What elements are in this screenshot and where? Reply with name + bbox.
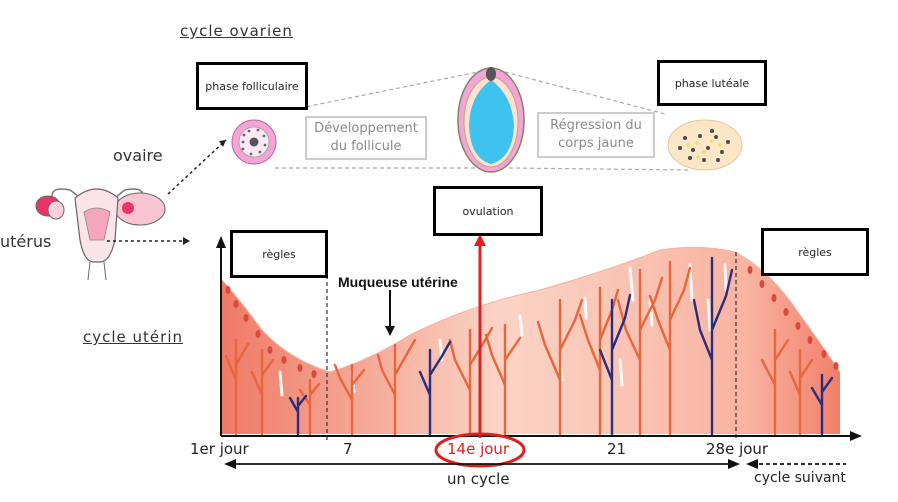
arteries-orange <box>224 260 814 436</box>
tick-day-28: 28e jour <box>706 440 769 458</box>
follicular-phase-box: phase folliculaire <box>196 62 308 110</box>
tick-day-21: 21 <box>607 440 627 458</box>
corpus-luteum-regression-box: Régression du corps jaune <box>537 112 655 158</box>
uterus-anatomy <box>35 188 166 281</box>
menstrual-drops <box>225 266 839 378</box>
follicle-development-box: Développement du follicule <box>305 116 427 160</box>
day14-highlight <box>434 432 526 468</box>
tick-day-1: 1er jour <box>190 440 249 458</box>
uterine-cycle-title: cycle utérin <box>83 328 183 346</box>
corpus-luteum-illustration <box>667 119 743 171</box>
uterus-label: utérus <box>0 232 52 251</box>
mature-follicle-illustration <box>457 67 525 173</box>
mucosa-label: Muqueuse utérine <box>338 274 458 290</box>
tick-day-7: 7 <box>343 440 353 458</box>
one-cycle-label: un cycle <box>447 470 510 488</box>
tick-day-14: 14e jour <box>447 440 510 458</box>
next-cycle-label: cycle suivant <box>754 470 846 486</box>
ovarian-cycle-title: cycle ovarien <box>180 22 293 40</box>
ovary-label: ovaire <box>113 146 163 165</box>
arteries-navy <box>288 256 834 436</box>
small-follicle-illustration <box>231 119 277 165</box>
luteal-phase-box: phase lutéale <box>657 60 767 106</box>
ovulation-box: ovulation <box>433 186 543 236</box>
menstruation-box-right: règles <box>761 228 869 276</box>
menstruation-box-left: règles <box>230 230 328 278</box>
endometrium-tissue <box>222 247 840 434</box>
